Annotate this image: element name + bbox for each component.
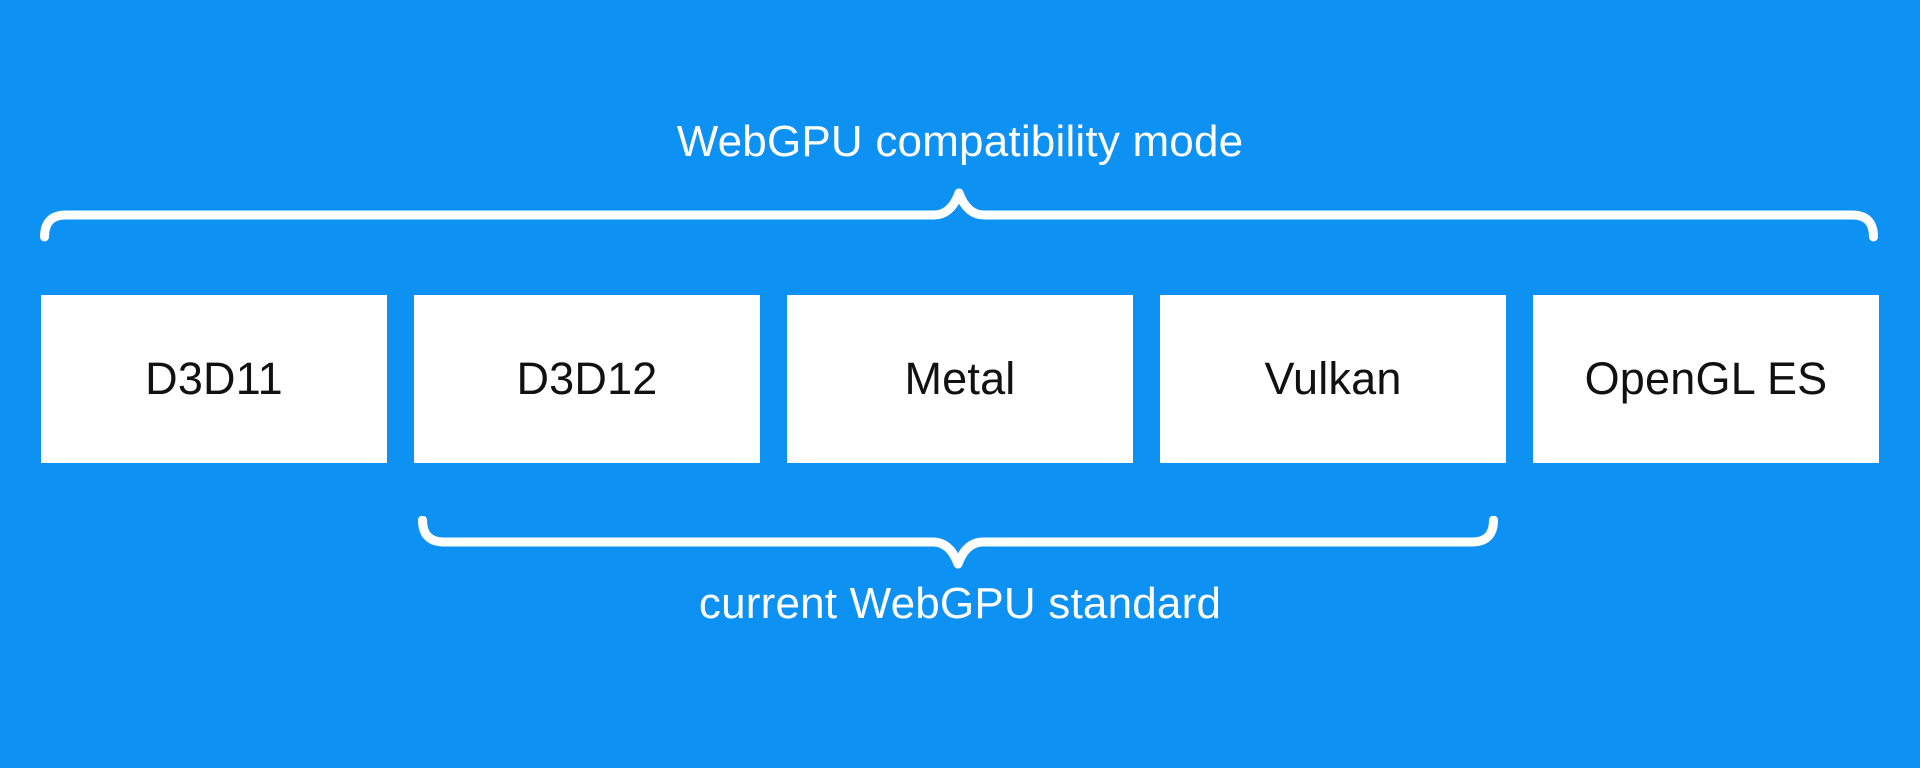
- api-box-label: OpenGL ES: [1584, 353, 1828, 404]
- api-boxes-row: D3D11 D3D12 Metal Vulkan OpenGL ES: [0, 295, 1920, 463]
- api-box-d3d11: D3D11: [41, 295, 387, 463]
- top-curly-brace: [40, 188, 1878, 242]
- api-box-d3d12: D3D12: [414, 295, 760, 463]
- api-box-metal: Metal: [787, 295, 1133, 463]
- api-box-label: D3D11: [145, 353, 283, 404]
- api-box-vulkan: Vulkan: [1160, 295, 1506, 463]
- bottom-curly-brace: [418, 516, 1498, 569]
- diagram-title: WebGPU compatibility mode: [676, 117, 1244, 166]
- api-box-opengl-es: OpenGL ES: [1533, 295, 1879, 463]
- api-box-label: D3D12: [516, 353, 658, 404]
- api-box-label: Vulkan: [1264, 353, 1402, 404]
- api-box-label: Metal: [904, 353, 1016, 404]
- bottom-label: current WebGPU standard: [698, 579, 1222, 628]
